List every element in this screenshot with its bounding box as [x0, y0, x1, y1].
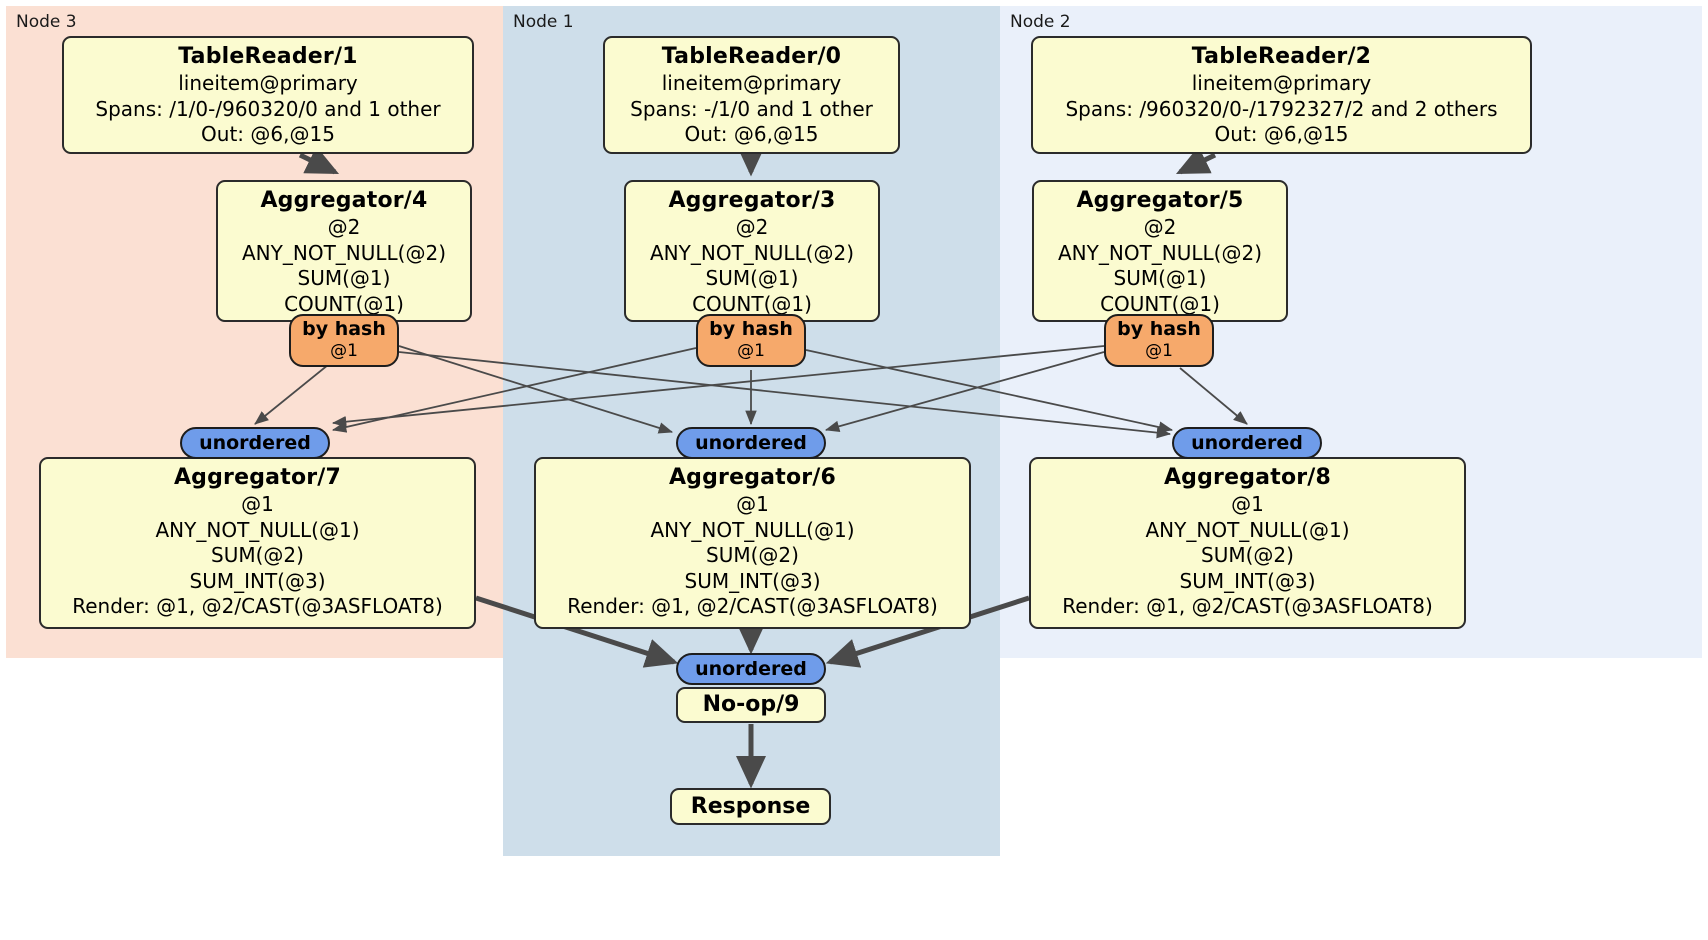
- processor-detail-line: ANY_NOT_NULL(@2): [242, 240, 446, 265]
- processor-detail-line: SUM(@1): [705, 266, 799, 290]
- processor-detail-line: SUM(@2): [706, 543, 799, 567]
- node-region-label-node3: Node 3: [16, 12, 77, 32]
- processor-title: TableReader/2: [1191, 44, 1372, 69]
- processor-detail-line: ANY_NOT_NULL(@1): [650, 517, 855, 542]
- processor-detail-line: lineitem@primary: [178, 71, 358, 95]
- processor-detail-line: SUM(@2): [211, 543, 304, 567]
- processor-detail-line: lineitem@primary: [1191, 71, 1372, 95]
- processor-detail-line: Render: @1, @2/CAST(@3ASFLOAT8): [72, 594, 443, 618]
- processor-detail-line: Out: @6,@15: [684, 122, 819, 146]
- router-by-hash-4[interactable]: by hash@1: [289, 314, 399, 367]
- processor-detail-line: Out: @6,@15: [201, 122, 335, 146]
- processor-title: Aggregator/3: [668, 188, 836, 213]
- synchronizer-unordered-7[interactable]: unordered: [180, 427, 330, 459]
- processor-title: Aggregator/5: [1076, 188, 1244, 213]
- terminal-no-op-9[interactable]: No-op/9: [676, 687, 826, 723]
- processor-detail-line: ANY_NOT_NULL(@2): [1058, 240, 1262, 265]
- processor-title: Aggregator/7: [173, 465, 342, 490]
- processor-title: Aggregator/8: [1163, 465, 1332, 490]
- node-region-label-node1: Node 1: [513, 12, 574, 32]
- router-detail-label: @1: [737, 341, 765, 361]
- synchronizer-unordered-8[interactable]: unordered: [1172, 427, 1322, 459]
- processor-detail-line: Spans: /1/0-/960320/0 and 1 other: [95, 96, 441, 121]
- processor-title: Aggregator/6: [668, 465, 837, 490]
- processor-detail-line: @1: [736, 492, 769, 516]
- router-kind-label: by hash: [709, 318, 793, 340]
- processor-detail-line: @2: [327, 215, 361, 239]
- processor-detail-line: @1: [241, 492, 274, 516]
- router-detail-label: @1: [330, 341, 358, 361]
- processor-detail-line: @2: [1143, 215, 1177, 239]
- synchronizer-unordered-final[interactable]: unordered: [676, 653, 826, 685]
- processor-detail-line: Render: @1, @2/CAST(@3ASFLOAT8): [1062, 594, 1433, 618]
- processor-detail-line: Spans: /960320/0-/1792327/2 and 2 others: [1065, 96, 1498, 121]
- router-by-hash-5[interactable]: by hash@1: [1104, 314, 1214, 367]
- processor-detail-line: @2: [735, 215, 769, 239]
- processor-title: TableReader/0: [661, 44, 842, 69]
- processor-title: TableReader/1: [178, 44, 358, 69]
- processor-detail-line: Spans: -/1/0 and 1 other: [630, 96, 873, 121]
- processor-detail-line: SUM_INT(@3): [1179, 568, 1316, 593]
- processor-detail-line: SUM(@1): [1113, 266, 1207, 290]
- processor-detail-line: SUM(@2): [1201, 543, 1294, 567]
- processor-detail-line: SUM_INT(@3): [189, 568, 326, 593]
- processor-detail-line: COUNT(@1): [1100, 291, 1220, 316]
- processor-detail-line: COUNT(@1): [284, 291, 404, 316]
- processor-detail-line: Out: @6,@15: [1214, 122, 1349, 146]
- processor-detail-line: SUM_INT(@3): [684, 568, 821, 593]
- router-detail-label: @1: [1145, 341, 1173, 361]
- router-by-hash-3[interactable]: by hash@1: [696, 314, 806, 367]
- router-kind-label: by hash: [1117, 318, 1201, 340]
- processor-detail-line: @1: [1231, 492, 1264, 516]
- router-kind-label: by hash: [302, 318, 386, 340]
- processor-detail-line: Render: @1, @2/CAST(@3ASFLOAT8): [567, 594, 938, 618]
- processor-detail-line: SUM(@1): [297, 266, 391, 290]
- node-region-label-node2: Node 2: [1010, 12, 1071, 32]
- processor-detail-line: ANY_NOT_NULL(@1): [155, 517, 360, 542]
- processor-detail-line: COUNT(@1): [692, 291, 812, 316]
- processor-detail-line: ANY_NOT_NULL(@2): [650, 240, 854, 265]
- processor-detail-line: lineitem@primary: [661, 71, 842, 95]
- processor-detail-line: ANY_NOT_NULL(@1): [1145, 517, 1350, 542]
- synchronizer-unordered-6[interactable]: unordered: [676, 427, 826, 459]
- terminal-response[interactable]: Response: [670, 788, 831, 825]
- processor-title: Aggregator/4: [260, 188, 428, 213]
